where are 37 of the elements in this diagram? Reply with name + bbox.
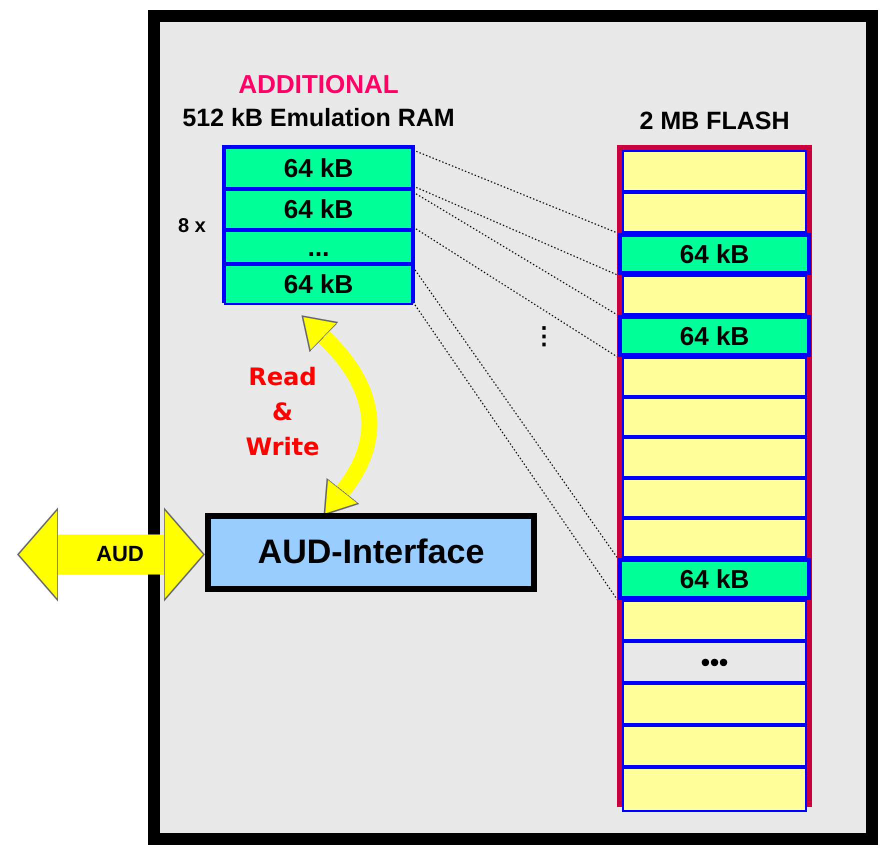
memory-segment	[224, 147, 413, 189]
memory-segment	[622, 641, 807, 683]
memory-segment	[224, 189, 413, 230]
size-label: 64 kB	[284, 194, 354, 225]
memory-segment	[224, 230, 413, 264]
continuation-dots: ⋮	[532, 322, 556, 351]
heading: ADDITIONAL	[238, 69, 399, 100]
memory-segment	[622, 150, 807, 192]
heading: 512 kB Emulation RAM	[182, 104, 455, 133]
size-label: 64 kB	[680, 320, 750, 352]
size-label: 64 kB	[680, 238, 750, 270]
memory-segment	[224, 264, 413, 305]
memory-segment	[622, 478, 807, 518]
memory-segment	[618, 233, 811, 275]
size-label: 64 kB	[680, 564, 750, 594]
memory-segment	[622, 192, 807, 233]
interface-box: AUD-Interface	[205, 513, 537, 592]
memory-segment	[622, 437, 807, 478]
ellipsis-text: ...	[308, 232, 330, 262]
multiplier-label: 8 x	[178, 215, 206, 238]
memory-segment	[622, 357, 807, 397]
size-label: 64 kB	[284, 269, 354, 300]
heading: 2 MB FLASH	[640, 107, 790, 136]
ellipsis-text: •••	[700, 646, 728, 678]
memory-segment	[622, 767, 807, 812]
memory-segment	[622, 275, 807, 315]
memory-segment	[622, 683, 807, 725]
size-label: 64 kB	[284, 152, 354, 184]
edge-label: AUD	[95, 540, 145, 568]
memory-segment	[618, 315, 811, 357]
bus-arrow	[17, 508, 205, 602]
memory-segment	[622, 518, 807, 558]
edge-label: Read & Write	[244, 362, 320, 463]
memory-segment	[618, 558, 811, 600]
memory-segment	[622, 397, 807, 437]
memory-segment	[622, 725, 807, 767]
memory-segment	[622, 600, 807, 641]
